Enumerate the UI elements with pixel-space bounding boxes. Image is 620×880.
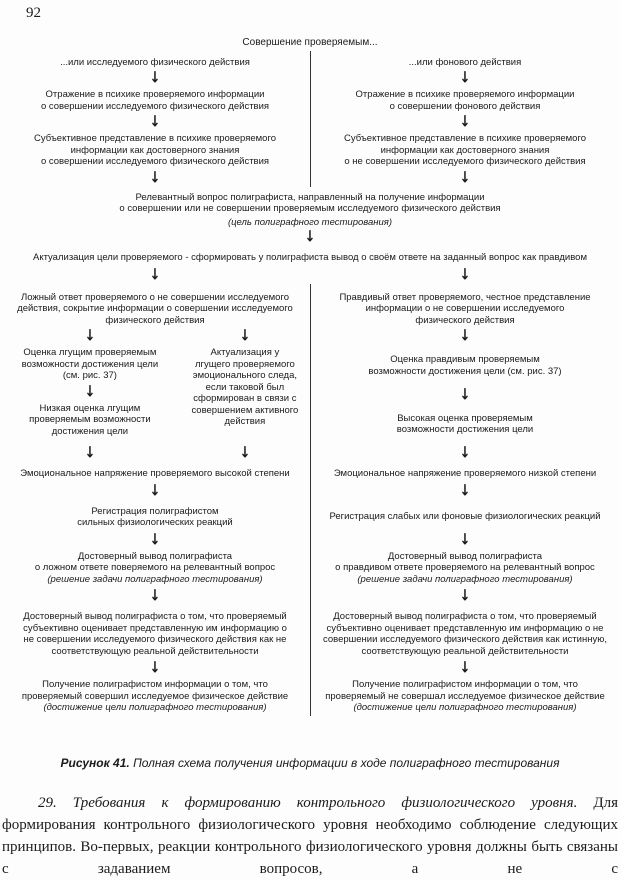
node-left-conclusion: Достоверный вывод полиграфиста о ложном … <box>0 549 310 588</box>
arrows-row: ↓ ↓ <box>0 531 620 549</box>
final-conclusion-row: Достоверный вывод полиграфиста о том, чт… <box>0 605 620 659</box>
node-right-header: ...или фонового действия <box>408 56 522 68</box>
left-result-text: Получение полиграфистом информации о том… <box>21 679 289 702</box>
answer-row: Ложный ответ проверяемого о не совершени… <box>0 284 620 329</box>
assessment-row: ↓ Оценка лгущим проверяемым возможности … <box>0 328 620 462</box>
flowchart-figure-41: Совершение проверяемым... ...или исследу… <box>0 37 620 716</box>
left-conclusion-note: (решение задачи полиграфного тестировани… <box>47 573 263 585</box>
figure-caption: Рисунок 41. Полная схема получения инфор… <box>0 756 620 770</box>
down-arrow-icon: ↓ <box>459 385 471 404</box>
down-arrow-icon: ↓ <box>149 587 161 606</box>
right-result-text: Получение полиграфистом информации о том… <box>325 679 605 702</box>
split-arrows-row: ↓ ↓ <box>0 266 620 284</box>
node-left-tension: Эмоциональное напряжение проверяемого вы… <box>20 468 290 479</box>
node-top: Совершение проверяемым... <box>242 37 378 48</box>
figure-caption-text: Полная схема получения информации в ходе… <box>133 755 560 770</box>
node-right-registration: Регистрация слабых или фоновые физиологи… <box>329 511 601 523</box>
divider-line <box>310 50 311 187</box>
down-arrow-icon: ↓ <box>84 382 96 401</box>
down-arrow-icon: ↓ <box>459 265 471 284</box>
down-arrow-icon: ↓ <box>84 327 96 346</box>
node-left-subjective: Субъективное представление в психике про… <box>34 133 276 167</box>
right-conclusion-note: (решение задачи полиграфного тестировани… <box>357 573 573 585</box>
tension-row: Эмоциональное напряжение проверяемого вы… <box>0 462 620 482</box>
down-arrow-icon: ↓ <box>149 168 161 187</box>
down-arrow-icon: ↓ <box>459 530 471 549</box>
down-arrow-icon: ↓ <box>149 265 161 284</box>
down-arrow-icon: ↓ <box>459 444 471 463</box>
arrows-row: ↓ ↓ <box>0 587 620 605</box>
node-left-registration: Регистрация полиграфистом сильных физиол… <box>77 505 233 529</box>
down-arrow-icon: ↓ <box>149 69 161 88</box>
right-result-note: (достижение цели полиграфного тестирован… <box>353 702 577 713</box>
down-arrow-icon: ↓ <box>459 113 471 132</box>
registration-row: Регистрация полиграфистом сильных физиол… <box>0 500 620 531</box>
node-right-reflection: Отражение в психике проверяемого информа… <box>355 89 575 112</box>
down-arrow-icon: ↓ <box>459 69 471 88</box>
result-row: Получение полиграфистом информации о том… <box>0 677 620 716</box>
node-left-low-assessment: Низкая оценка лгущим проверяемым возможн… <box>29 402 151 437</box>
down-arrow-icon: ↓ <box>459 481 471 500</box>
down-arrow-icon: ↓ <box>459 587 471 606</box>
page-number: 92 <box>26 5 41 21</box>
node-left-reflection: Отражение в психике проверяемого информа… <box>40 89 270 112</box>
section-common: Релевантный вопрос полиграфиста, направл… <box>0 187 620 284</box>
down-arrow-icon: ↓ <box>149 530 161 549</box>
node-right-final-conclusion: Достоверный вывод полиграфиста о том, чт… <box>323 611 607 657</box>
node-left-header: ...или исследуемого физического действия <box>60 56 250 68</box>
document-page: 92 Совершение проверяемым... ...или иссл… <box>0 5 620 877</box>
body-paragraph: 29. Требования к формированию контрольно… <box>2 792 618 880</box>
node-relevant-question-note: (цель полиграфного тестирования) <box>227 216 393 228</box>
down-arrow-icon: ↓ <box>149 481 161 500</box>
arrows-row: ↓ ↓ <box>0 659 620 677</box>
node-right-tension: Эмоциональное напряжение проверяемого ни… <box>333 468 597 479</box>
node-right-answer: Правдивый ответ проверяемого, честное пр… <box>339 291 591 326</box>
node-actualization: Актуализация цели проверяемого - сформир… <box>32 252 587 263</box>
node-right-assessment: Оценка правдивым проверяемым возможности… <box>368 354 562 377</box>
down-arrow-icon: ↓ <box>149 113 161 132</box>
down-arrow-icon: ↓ <box>459 327 471 346</box>
arrows-row: ↓ ↓ <box>0 482 620 500</box>
down-arrow-icon: ↓ <box>239 327 251 346</box>
down-arrow-icon: ↓ <box>304 228 316 247</box>
figure-caption-label: Рисунок 41. <box>60 755 130 770</box>
down-arrow-icon: ↓ <box>84 444 96 463</box>
down-arrow-icon: ↓ <box>239 444 251 463</box>
right-conclusion-text: Достоверный вывод полиграфиста о правдив… <box>335 550 595 574</box>
left-result-note: (достижение цели полиграфного тестирован… <box>43 702 267 713</box>
section-outcomes: Ложный ответ проверяемого о не совершени… <box>0 283 620 716</box>
node-right-subjective: Субъективное представление в психике про… <box>344 133 586 167</box>
node-left-trace: Актуализация у лгущего проверяемого эмоц… <box>191 347 299 427</box>
divider-line <box>310 283 311 716</box>
left-assessment-column: ↓ Оценка лгущим проверяемым возможности … <box>0 328 180 462</box>
node-left-answer: Ложный ответ проверяемого о не совершени… <box>17 291 293 326</box>
section-branches: ...или исследуемого физического действия… <box>0 50 620 187</box>
left-branch-top: ...или исследуемого физического действия… <box>0 51 310 187</box>
node-left-result: Получение полиграфистом информации о том… <box>0 677 310 716</box>
node-right-high-assessment: Высокая оценка проверяемым возможности д… <box>396 412 534 436</box>
left-trace-column: ↓ Актуализация у лгущего проверяемого эм… <box>180 328 310 462</box>
conclusion-row: Достоверный вывод полиграфиста о ложном … <box>0 549 620 588</box>
down-arrow-icon: ↓ <box>459 659 471 678</box>
down-arrow-icon: ↓ <box>459 168 471 187</box>
left-conclusion-text: Достоверный вывод полиграфиста о ложном … <box>34 550 276 574</box>
node-right-conclusion: Достоверный вывод полиграфиста о правдив… <box>310 549 620 588</box>
right-branch-top: ...или фонового действия ↓ Отражение в п… <box>310 51 620 187</box>
node-right-result: Получение полиграфистом информации о том… <box>310 677 620 716</box>
node-left-assessment: Оценка лгущим проверяемым возможности до… <box>21 347 159 381</box>
right-assessment-column: ↓ Оценка правдивым проверяемым возможнос… <box>310 328 620 462</box>
node-left-final-conclusion: Достоверный вывод полиграфиста о том, чт… <box>23 611 287 657</box>
node-relevant-question: Релевантный вопрос полиграфиста, направл… <box>119 191 501 215</box>
paragraph-lead: 29. Требования к формированию контрольно… <box>38 794 578 811</box>
left-assessment-grid: ↓ Оценка лгущим проверяемым возможности … <box>0 328 310 462</box>
down-arrow-icon: ↓ <box>149 659 161 678</box>
